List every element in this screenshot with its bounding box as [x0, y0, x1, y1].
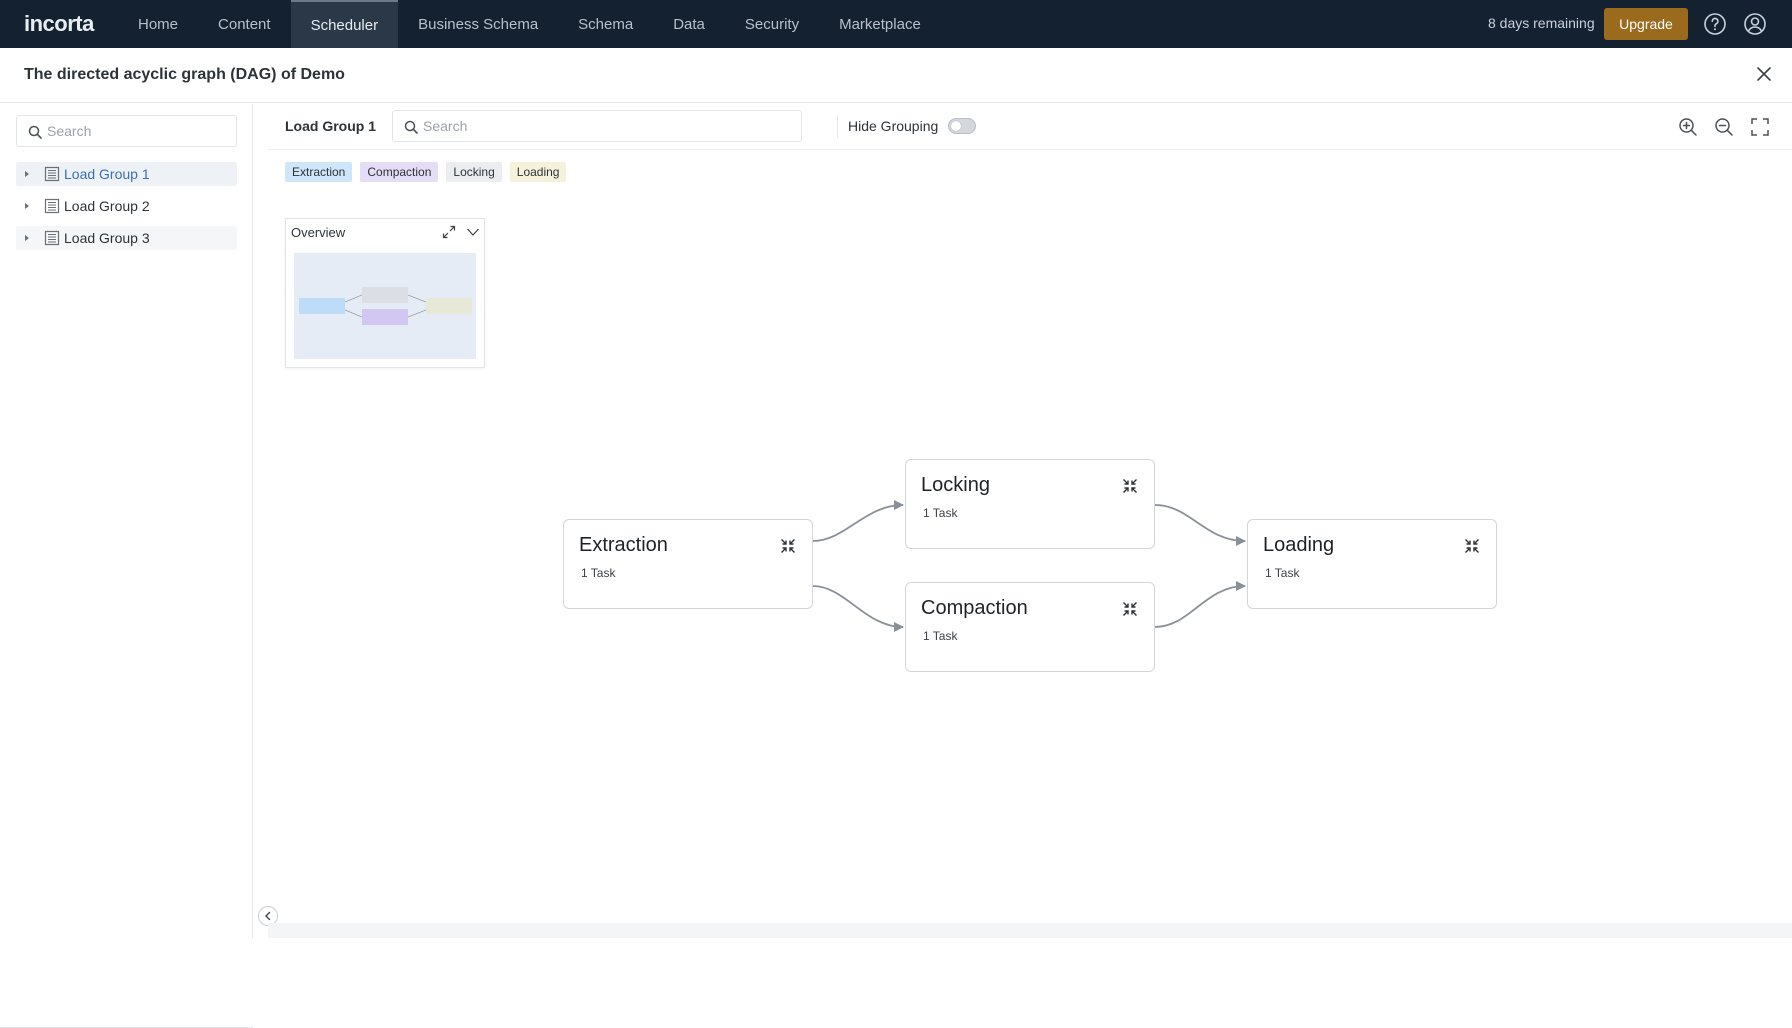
dag-node-compaction[interactable]: Compaction 1 Task	[905, 582, 1155, 672]
dag-search-input[interactable]	[423, 116, 783, 136]
chevron-left-icon	[265, 911, 271, 921]
legend-loading: Loading	[509, 162, 567, 182]
expand-icon[interactable]	[442, 225, 456, 239]
tree-item-label: Load Group 2	[64, 198, 150, 214]
dag-modal-header: The directed acyclic graph (DAG) of Demo	[0, 48, 1792, 103]
zoom-out-icon[interactable]	[1714, 117, 1734, 137]
chevron-down-icon[interactable]	[466, 225, 480, 239]
nav-data[interactable]: Data	[673, 15, 705, 33]
node-task-count: 1 Task	[581, 566, 616, 580]
load-group-icon	[44, 230, 60, 246]
expand-caret-icon[interactable]	[16, 162, 38, 186]
stage-legend: Extraction Compaction Locking Loading	[285, 162, 567, 182]
minimap-node-extraction	[299, 298, 345, 314]
trial-remaining-text: 8 days remaining	[1488, 15, 1595, 31]
edge-extraction-compaction	[812, 585, 904, 632]
node-task-count: 1 Task	[923, 629, 958, 643]
hide-grouping-label: Hide Grouping	[848, 118, 939, 134]
help-icon[interactable]	[1703, 12, 1727, 36]
minimap-node-locking	[362, 287, 408, 303]
fullscreen-icon[interactable]	[1750, 117, 1770, 137]
search-icon	[404, 120, 418, 134]
zoom-in-icon[interactable]	[1678, 117, 1698, 137]
load-group-icon	[44, 166, 60, 182]
legend-extraction: Extraction	[285, 162, 353, 182]
legend-locking: Locking	[446, 162, 502, 182]
dag-search	[392, 110, 802, 142]
user-avatar-icon[interactable]	[1743, 12, 1767, 36]
edge-locking-loading	[1154, 504, 1246, 546]
minimap-node-compaction	[362, 309, 408, 325]
close-icon[interactable]	[1756, 66, 1772, 82]
page-title: The directed acyclic graph (DAG) of Demo	[24, 66, 345, 83]
nav-home[interactable]: Home	[138, 15, 179, 33]
hide-grouping-toggle[interactable]	[948, 118, 976, 134]
edge-compaction-loading	[1154, 581, 1246, 628]
dag-toolbar: Load Group 1 Hide Grouping	[268, 104, 1792, 150]
legend-compaction: Compaction	[360, 162, 439, 182]
overview-minimap[interactable]	[294, 253, 476, 359]
top-navigation-bar: incorta Home Content Scheduler Business …	[0, 0, 1792, 48]
nav-content[interactable]: Content	[218, 15, 271, 33]
tree-item-load-group-1[interactable]: Load Group 1	[16, 162, 237, 186]
node-title: Loading	[1263, 534, 1335, 556]
node-task-count: 1 Task	[1265, 566, 1300, 580]
collapse-arrows-icon[interactable]	[780, 538, 796, 554]
dag-node-loading[interactable]: Loading 1 Task	[1247, 519, 1497, 609]
minimap-graph	[299, 287, 472, 325]
overview-title: Overview	[291, 225, 346, 240]
main-nav: Home Content Scheduler Business Schema S…	[118, 0, 941, 48]
tree-item-label: Load Group 3	[64, 230, 150, 246]
upgrade-button[interactable]: Upgrade	[1604, 8, 1688, 40]
edge-extraction-locking	[812, 500, 904, 542]
node-task-count: 1 Task	[923, 506, 958, 520]
dag-node-extraction[interactable]: Extraction 1 Task	[563, 519, 813, 609]
toggle-knob	[951, 121, 961, 131]
load-group-icon	[44, 198, 60, 214]
load-group-sidebar: Load Group 1 Load Group 2 Load Group 3	[0, 104, 253, 1028]
nav-security[interactable]: Security	[744, 15, 800, 33]
minimap-edges	[344, 294, 427, 318]
sidebar-search-input[interactable]	[47, 121, 227, 141]
tree-item-load-group-2[interactable]: Load Group 2	[16, 194, 237, 218]
nav-scheduler[interactable]: Scheduler	[290, 0, 399, 48]
dag-edges	[812, 500, 1246, 632]
toolbar-divider	[837, 116, 838, 138]
collapse-arrows-icon[interactable]	[1122, 478, 1138, 494]
load-group-title: Load Group 1	[285, 118, 376, 134]
tree-item-label: Load Group 1	[64, 166, 150, 182]
nav-marketplace[interactable]: Marketplace	[839, 15, 921, 33]
incorta-logo[interactable]: incorta	[24, 11, 94, 36]
minimap-node-loading	[426, 298, 472, 314]
node-title: Locking	[921, 474, 990, 496]
tree-item-load-group-3[interactable]: Load Group 3	[16, 226, 237, 250]
sidebar-search	[16, 115, 237, 147]
canvas-bottom-bar	[268, 923, 1792, 938]
collapse-arrows-icon[interactable]	[1122, 601, 1138, 617]
expand-caret-icon[interactable]	[16, 226, 38, 250]
collapse-arrows-icon[interactable]	[1464, 538, 1480, 554]
node-title: Compaction	[921, 597, 1028, 619]
dag-node-locking[interactable]: Locking 1 Task	[905, 459, 1155, 549]
expand-caret-icon[interactable]	[16, 194, 38, 218]
nav-business-schema[interactable]: Business Schema	[418, 15, 539, 33]
node-title: Extraction	[579, 534, 668, 556]
search-icon	[28, 125, 42, 139]
nav-schema[interactable]: Schema	[578, 15, 634, 33]
load-group-tree: Load Group 1 Load Group 2 Load Group 3	[16, 162, 237, 258]
overview-panel: Overview	[285, 218, 485, 368]
